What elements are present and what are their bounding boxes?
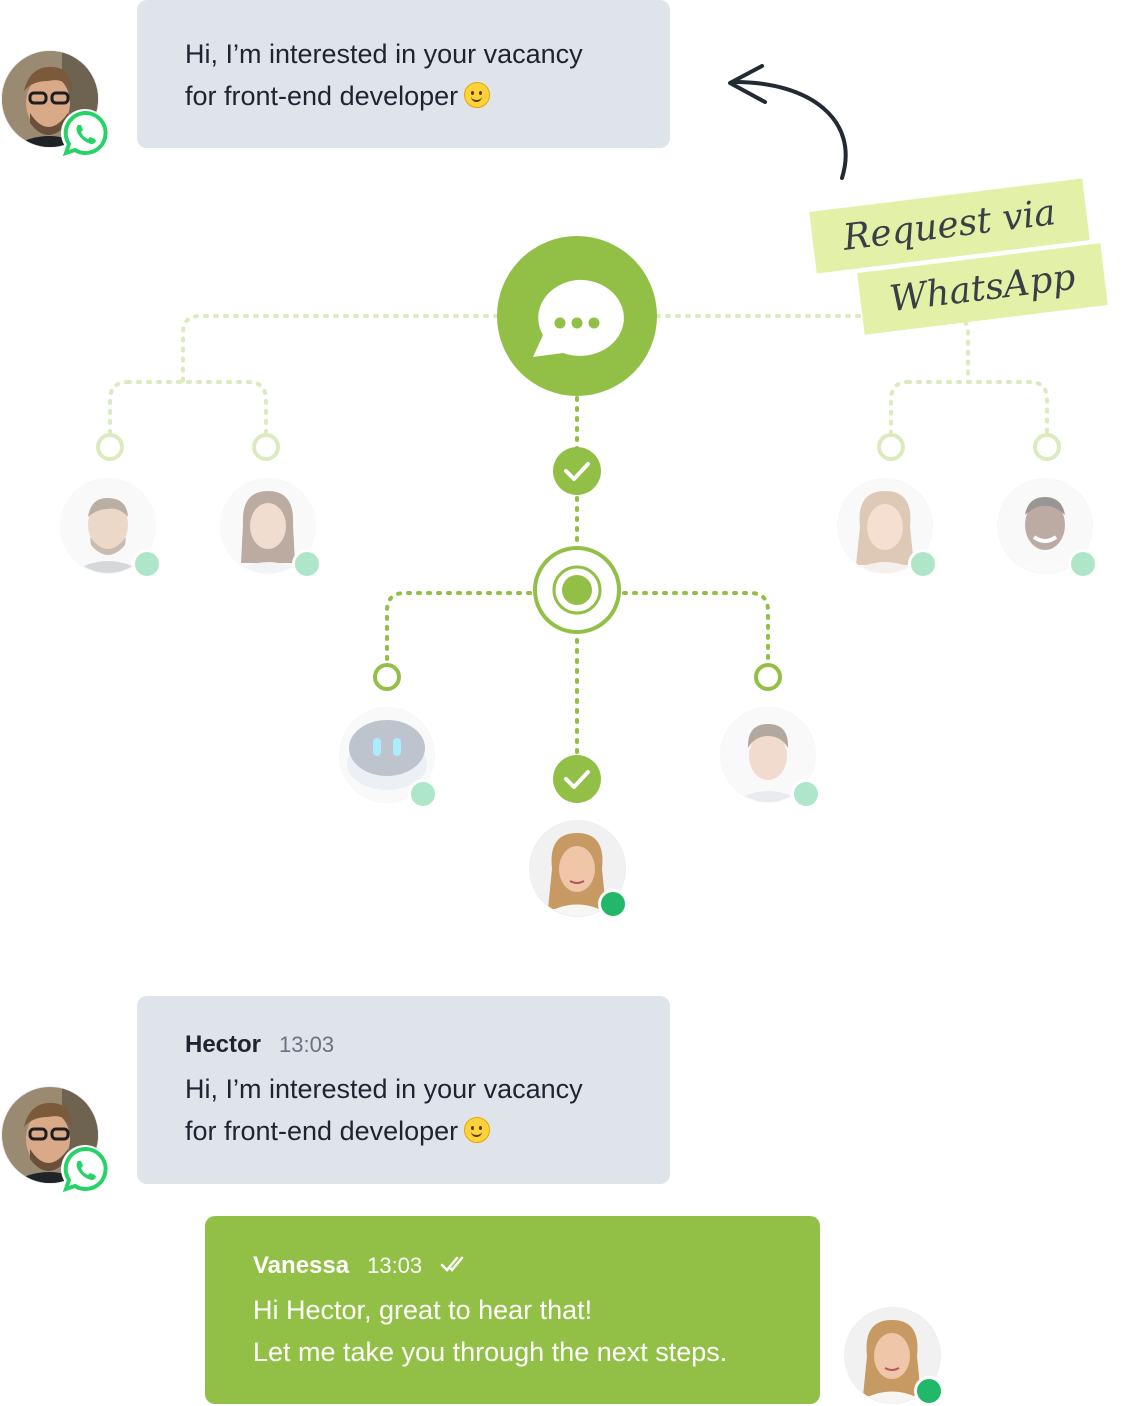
avatar	[845, 1308, 940, 1403]
message-time: 13:03	[367, 1253, 423, 1278]
radio-target-icon	[533, 546, 621, 634]
sender-name: Hector	[185, 1031, 262, 1058]
message-line: Hi, I’m interested in your vacancy	[185, 39, 583, 69]
status-badge	[791, 779, 821, 809]
message-header: Vanessa 13:03	[253, 1249, 820, 1283]
message-line: Hi Hector, great to hear that!	[253, 1295, 593, 1325]
chat-hub	[497, 236, 657, 396]
empty-node-icon	[252, 433, 280, 461]
checkmark-icon	[553, 755, 601, 803]
avatar	[530, 821, 625, 916]
chatbot-icon	[340, 708, 434, 802]
message-line: for front-end developer	[185, 75, 670, 117]
smiley-emoji-icon	[464, 1117, 491, 1143]
double-check-icon	[440, 1256, 464, 1272]
connector-right-branch	[889, 380, 1049, 435]
status-badge	[132, 549, 162, 579]
connector-left-bottom	[385, 591, 532, 664]
smiley-emoji-icon	[464, 82, 491, 108]
avatar	[340, 708, 434, 802]
status-badge	[292, 549, 322, 579]
message-line-text: for front-end developer	[185, 1116, 459, 1146]
message-line: Let me take you through the next steps.	[253, 1337, 728, 1367]
status-badge	[1068, 549, 1098, 579]
agent-man-avatar	[998, 479, 1092, 573]
whatsapp-icon	[61, 109, 109, 157]
empty-node-icon	[877, 433, 905, 461]
connector-left-branch	[108, 380, 268, 435]
message-line: Hi, I’m interested in your vacancy	[185, 1074, 583, 1104]
connector-left-top	[181, 314, 499, 384]
empty-node-icon	[1033, 433, 1061, 461]
message-line-text: for front-end developer	[185, 81, 459, 111]
checkmark-icon	[553, 447, 601, 495]
message-line: for front-end developer	[185, 1110, 670, 1152]
sender-name: Vanessa	[253, 1252, 350, 1279]
avatar	[838, 479, 932, 573]
empty-node-icon	[373, 663, 401, 691]
status-badge	[408, 779, 438, 809]
curved-arrow-icon	[728, 64, 848, 180]
status-badge	[914, 1376, 944, 1406]
empty-node-icon	[96, 433, 124, 461]
agent-woman-avatar	[530, 821, 625, 916]
incoming-message-bubble: Hector 13:03 Hi, I’m interested in your …	[137, 996, 670, 1184]
connector-right-bottom	[622, 591, 770, 664]
empty-node-icon	[754, 663, 782, 691]
outgoing-message-bubble: Vanessa 13:03 Hi Hector, great to hear t…	[205, 1216, 820, 1404]
message-header: Hector 13:03	[185, 1028, 670, 1062]
agent-woman-avatar	[838, 479, 932, 573]
whatsapp-icon	[61, 1145, 109, 1193]
status-badge	[908, 549, 938, 579]
message-time: 13:03	[279, 1032, 335, 1057]
status-badge	[598, 889, 628, 919]
incoming-message-bubble: Hi, I’m interested in your vacancy for f…	[137, 0, 670, 148]
